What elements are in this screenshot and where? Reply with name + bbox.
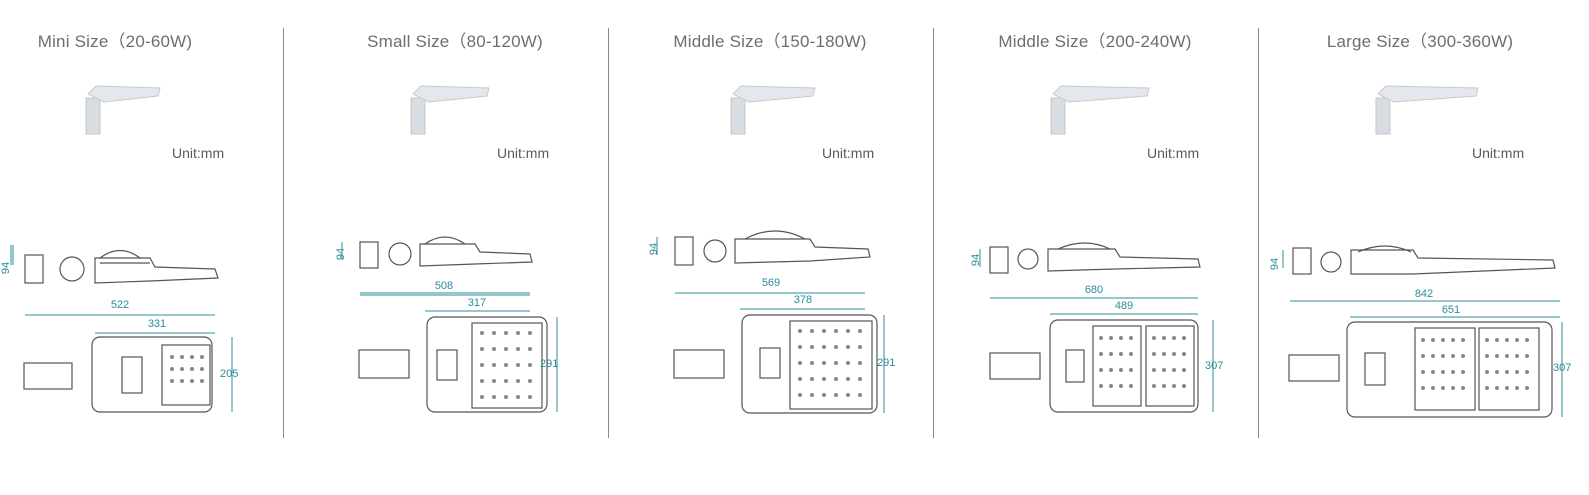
divider-3 [933, 28, 934, 438]
panel-title: Large Size（300-360W) [1326, 32, 1514, 51]
divider-4 [1258, 28, 1259, 438]
head-width: 307 [1553, 362, 1572, 374]
side-view-drawing [1282, 245, 1556, 275]
panel-title: Middle Size（150-180W) [673, 32, 867, 51]
head-length: 651 [1441, 304, 1461, 316]
top-view-drawing [989, 319, 1214, 413]
unit-label: Unit:mm [1147, 145, 1200, 161]
height-dimension: 94 [0, 261, 13, 275]
head-width: 291 [877, 357, 896, 369]
panel-middle-size-200: Middle Size（200-240W) Unit:mm 94 680 489 [950, 0, 1240, 495]
divider-1 [283, 28, 284, 438]
panel-title: Middle Size（200-240W) [998, 32, 1192, 51]
top-view-drawing [1288, 321, 1563, 418]
head-length: 317 [467, 297, 487, 309]
streetlight-icon [1375, 85, 1479, 135]
streetlight-icon [730, 85, 816, 135]
panel-small-size: Small Size（80-120W) Unit:mm 94 508 317 [310, 0, 600, 495]
panel-mini-size: Mini Size（20-60W) Unit:mm 94 522 331 [0, 0, 290, 495]
top-view-drawing [23, 336, 233, 413]
dimension-lines-2 [360, 294, 530, 312]
head-width: 205 [220, 368, 239, 380]
side-view-drawing [979, 242, 1201, 274]
streetlight-icon [410, 85, 490, 135]
top-view-drawing [673, 314, 885, 414]
streetlight-icon [85, 85, 161, 135]
dimension-lines [990, 297, 1198, 315]
panel-middle-size-150: Middle Size（150-180W) Unit:mm 94 569 378 [625, 0, 915, 495]
overall-length: 569 [761, 277, 781, 289]
top-view-drawing [358, 316, 558, 413]
unit-label: Unit:mm [497, 145, 550, 161]
streetlight-icon [1050, 85, 1150, 135]
overall-length: 680 [1084, 284, 1104, 296]
head-length: 489 [1114, 300, 1134, 312]
head-length: 331 [147, 318, 167, 330]
unit-label: Unit:mm [1472, 145, 1525, 161]
unit-label: Unit:mm [172, 145, 225, 161]
dimension-lines [360, 292, 530, 294]
height-dimension: 94 [970, 253, 983, 267]
dimension-lines [25, 314, 215, 334]
dimension-lines [1290, 300, 1560, 318]
panel-large-size: Large Size（300-360W) Unit:mm 94 842 651 [1269, 0, 1589, 495]
height-dimension: 94 [335, 247, 348, 261]
head-width: 291 [540, 358, 559, 370]
overall-length: 522 [110, 299, 130, 311]
dimension-lines [675, 292, 865, 310]
unit-label: Unit:mm [822, 145, 875, 161]
overall-length: 842 [1414, 288, 1434, 300]
side-view-drawing [656, 230, 871, 266]
height-dimension: 94 [648, 242, 661, 256]
side-view-drawing [10, 245, 219, 284]
panel-title: Mini Size（20-60W) [37, 32, 193, 51]
head-length: 378 [793, 294, 813, 306]
head-width: 307 [1205, 360, 1224, 372]
panel-title: Small Size（80-120W) [367, 32, 543, 51]
divider-2 [608, 28, 609, 438]
side-view-drawing [341, 236, 533, 269]
height-dimension: 94 [1269, 257, 1282, 271]
overall-length: 508 [434, 280, 454, 292]
